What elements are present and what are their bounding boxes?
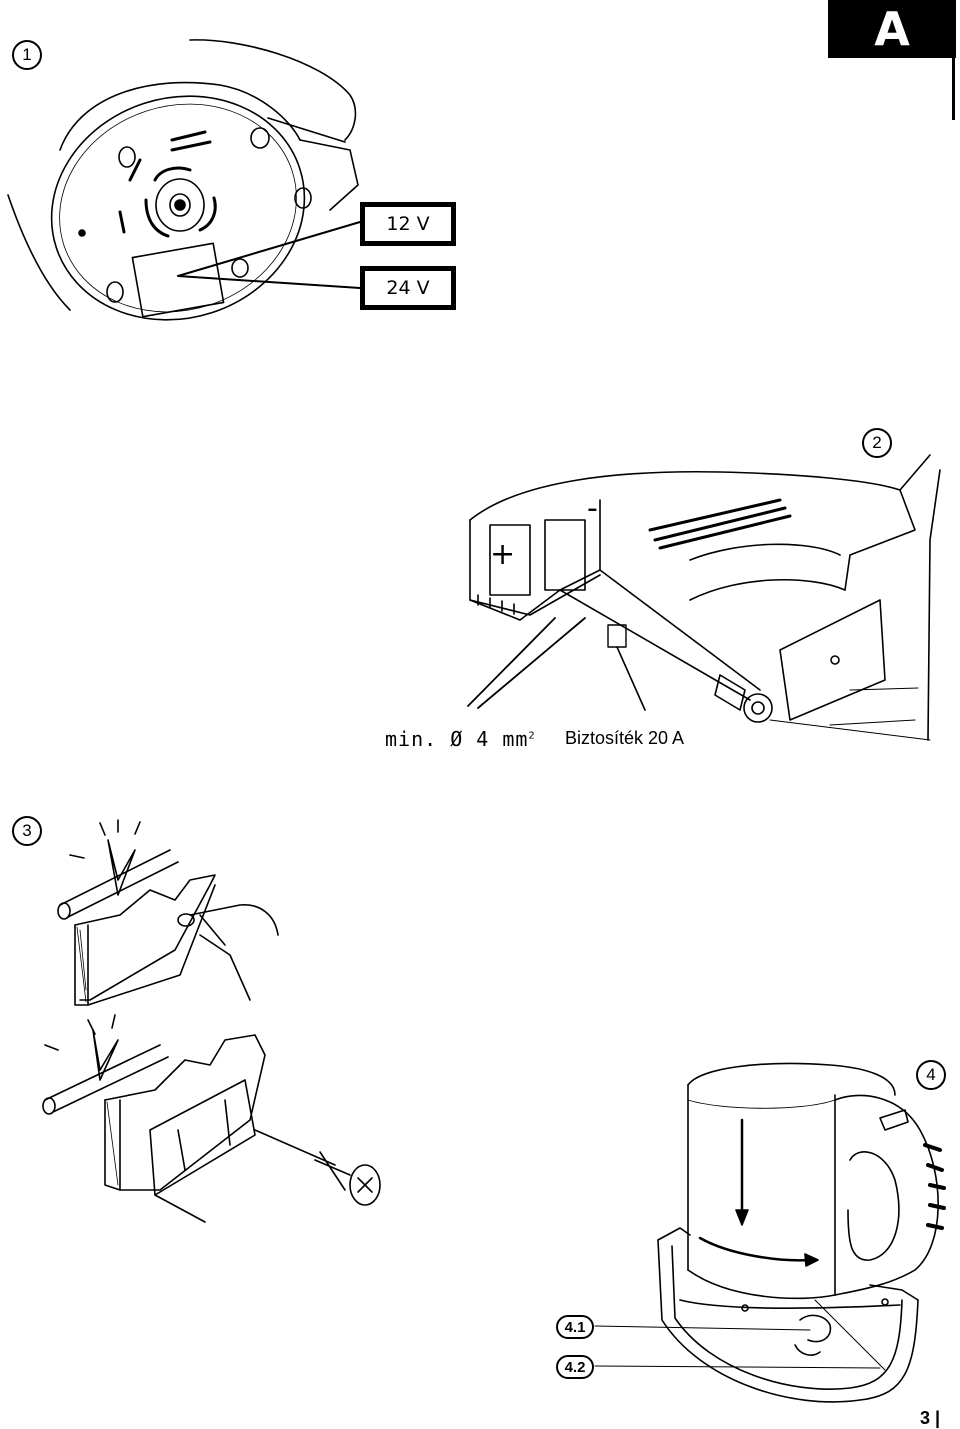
figure-4-number: 4: [916, 1060, 946, 1090]
fuse-caption: Biztosíték 20 A: [565, 728, 685, 748]
fig3-drawing: [42, 819, 381, 1223]
polarity-plus-sign: +: [490, 537, 516, 572]
figure-2-number: 2: [862, 428, 892, 458]
section-tab: A: [828, 0, 956, 58]
polarity-minus-sign: -: [587, 491, 598, 526]
fig4-drawing: [594, 1062, 946, 1403]
cable-cross-section-text: min. Ø 4 mm: [385, 727, 529, 751]
figure-3-number: 3: [12, 816, 42, 846]
figure-1-number: 1: [12, 40, 42, 70]
page-number: 3 |: [920, 1408, 941, 1428]
voltage-24v-label: 24 V: [360, 266, 456, 310]
fig2-drawing: [467, 454, 941, 741]
section-rule: [952, 58, 955, 120]
figure-4-2-label: 4.2: [556, 1355, 594, 1379]
fig1-drawing: [7, 39, 361, 321]
figure-4-1-label: 4.1: [556, 1315, 594, 1339]
cable-cross-section-caption: min. Ø 4 mm2: [385, 727, 535, 751]
squared-superscript: 2: [528, 730, 536, 742]
voltage-12v-label: 12 V: [360, 202, 456, 246]
